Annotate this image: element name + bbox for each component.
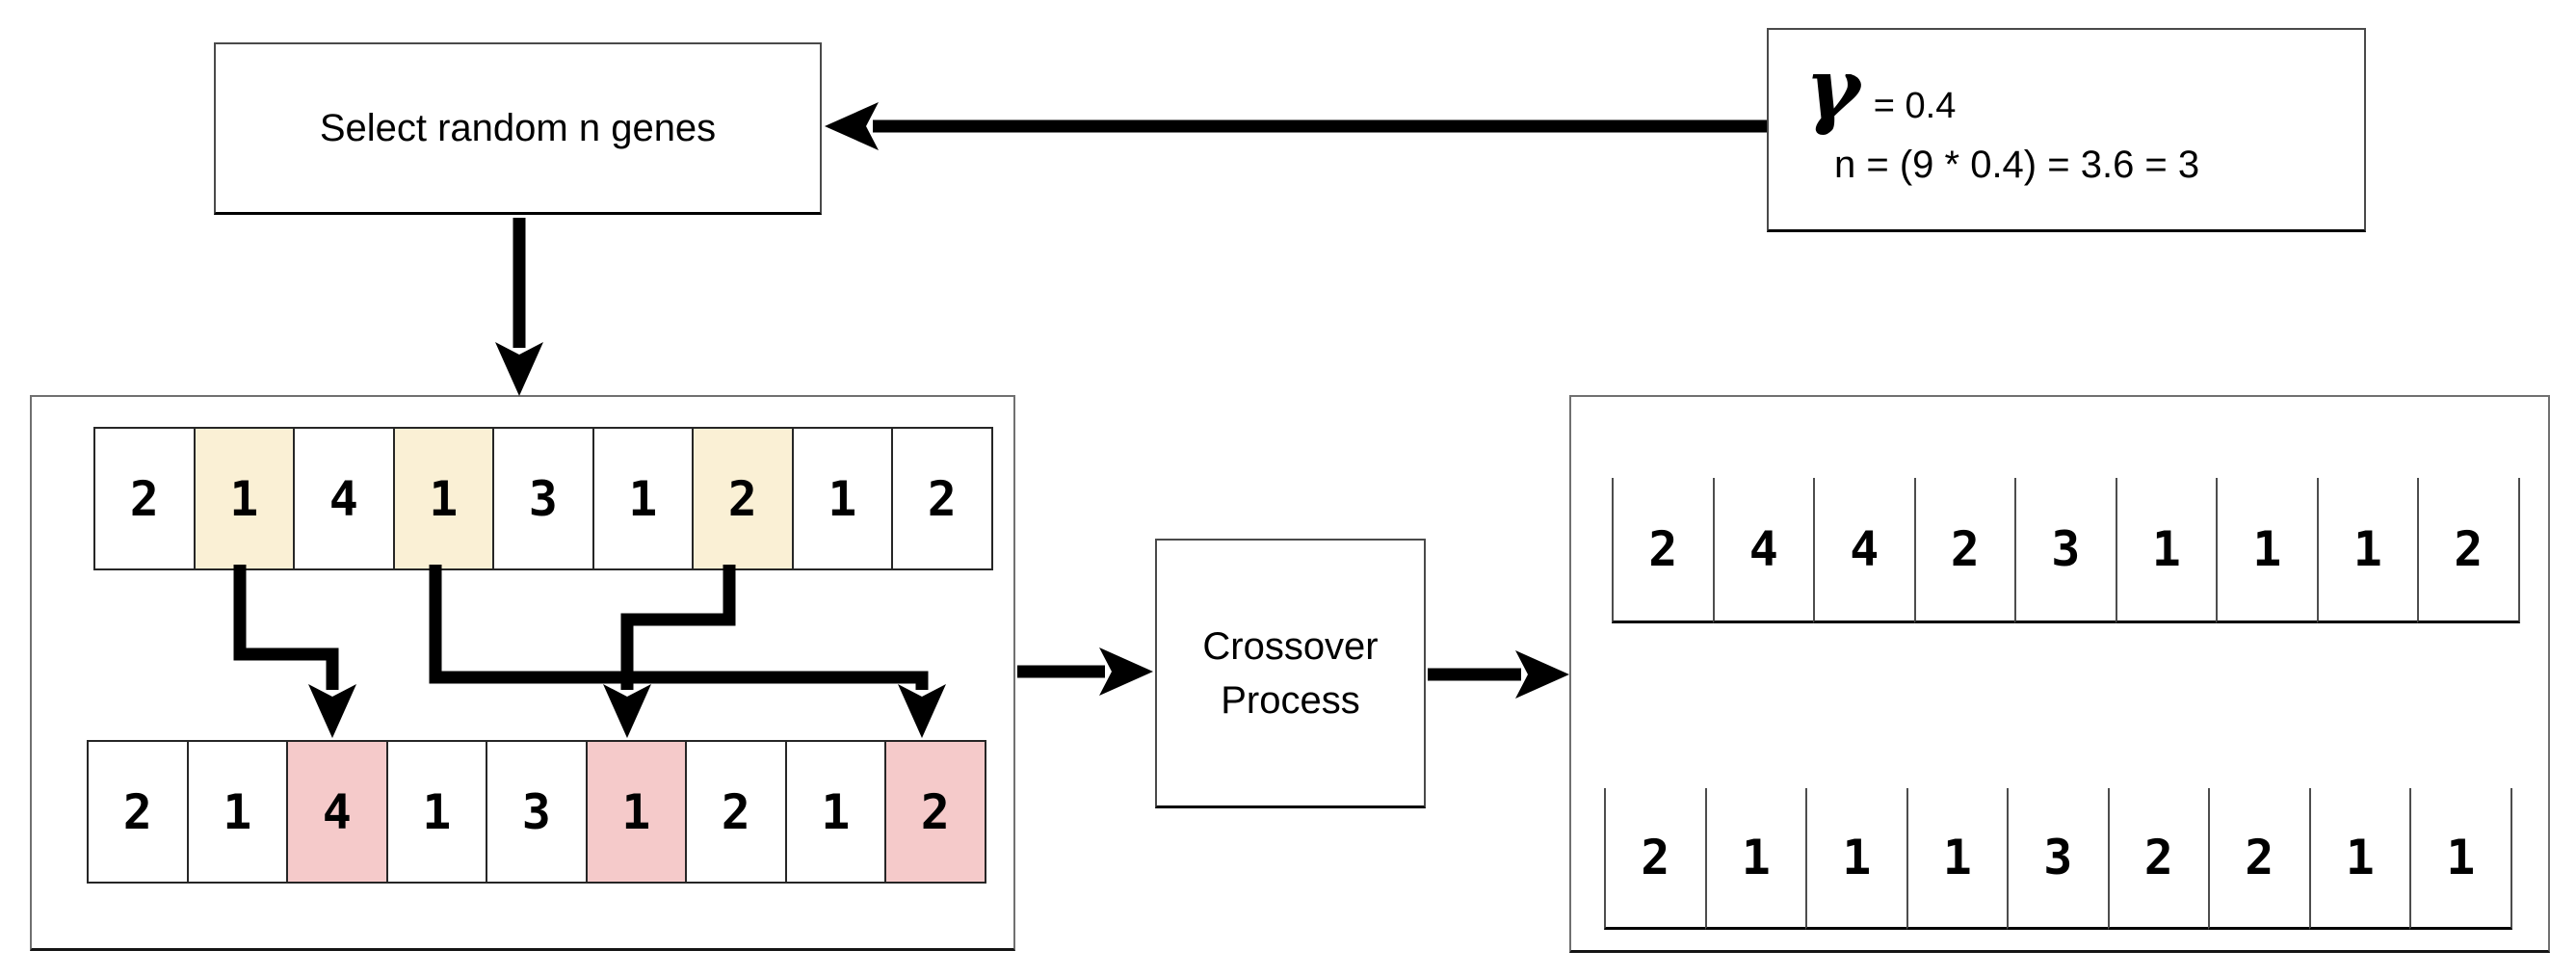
- gene-cell: 4: [286, 740, 388, 884]
- gene-cell: 2: [891, 427, 993, 570]
- gene-cell: 1: [1906, 788, 2007, 930]
- gene-cell: 1: [2409, 788, 2512, 930]
- gene-cell: 2: [1604, 788, 1705, 930]
- gene-cell: 2: [685, 740, 787, 884]
- select-genes-box: Select random n genes: [214, 42, 822, 215]
- crossover-label: Crossover Process: [1202, 624, 1379, 722]
- gene-cell: 2: [884, 740, 986, 884]
- gene-cell: 2: [2208, 788, 2309, 930]
- gene-cell: 4: [1712, 478, 1813, 623]
- gene-cell: 1: [186, 740, 288, 884]
- gene-cell: 1: [591, 427, 694, 570]
- gene-cell: 1: [784, 740, 886, 884]
- gene-cell: 3: [2007, 788, 2108, 930]
- select-genes-label: Select random n genes: [319, 107, 717, 149]
- crossover-box: Crossover Process: [1155, 539, 1426, 808]
- gene-cell: 1: [791, 427, 893, 570]
- gene-cell: 2: [1612, 478, 1713, 623]
- gene-cell: 2: [93, 427, 196, 570]
- gene-cell: 1: [2308, 788, 2409, 930]
- gene-cell: 1: [2216, 478, 2317, 623]
- gene-cell: 3: [486, 740, 588, 884]
- gene-cell: 4: [1813, 478, 1914, 623]
- gamma-symbol: γ: [1805, 40, 1860, 138]
- gene-cell: 1: [1704, 788, 1805, 930]
- gene-cell: 2: [2417, 478, 2520, 623]
- n-formula: n = (9 * 0.4) = 3.6 = 3: [1834, 144, 2200, 186]
- gamma-equation: γ = 0.4: [1805, 40, 2364, 140]
- gene-cell: 3: [2014, 478, 2116, 623]
- gene-cell: 2: [87, 740, 189, 884]
- gene-cell: 3: [492, 427, 594, 570]
- gene-cell: 1: [193, 427, 295, 570]
- parameters-box: γ = 0.4 n = (9 * 0.4) = 3.6 = 3: [1767, 28, 2366, 232]
- gene-cell: 2: [1913, 478, 2014, 623]
- gamma-value: = 0.4: [1873, 86, 1957, 126]
- gene-cell: 1: [1805, 788, 1906, 930]
- gene-cell: 4: [293, 427, 395, 570]
- gene-cell: 2: [692, 427, 794, 570]
- gene-cell: 1: [385, 740, 487, 884]
- gene-cell: 1: [585, 740, 687, 884]
- gene-cell: 1: [392, 427, 494, 570]
- gene-cell: 2: [2107, 788, 2208, 930]
- gene-cell: 1: [2316, 478, 2417, 623]
- gene-cell: 1: [2115, 478, 2216, 623]
